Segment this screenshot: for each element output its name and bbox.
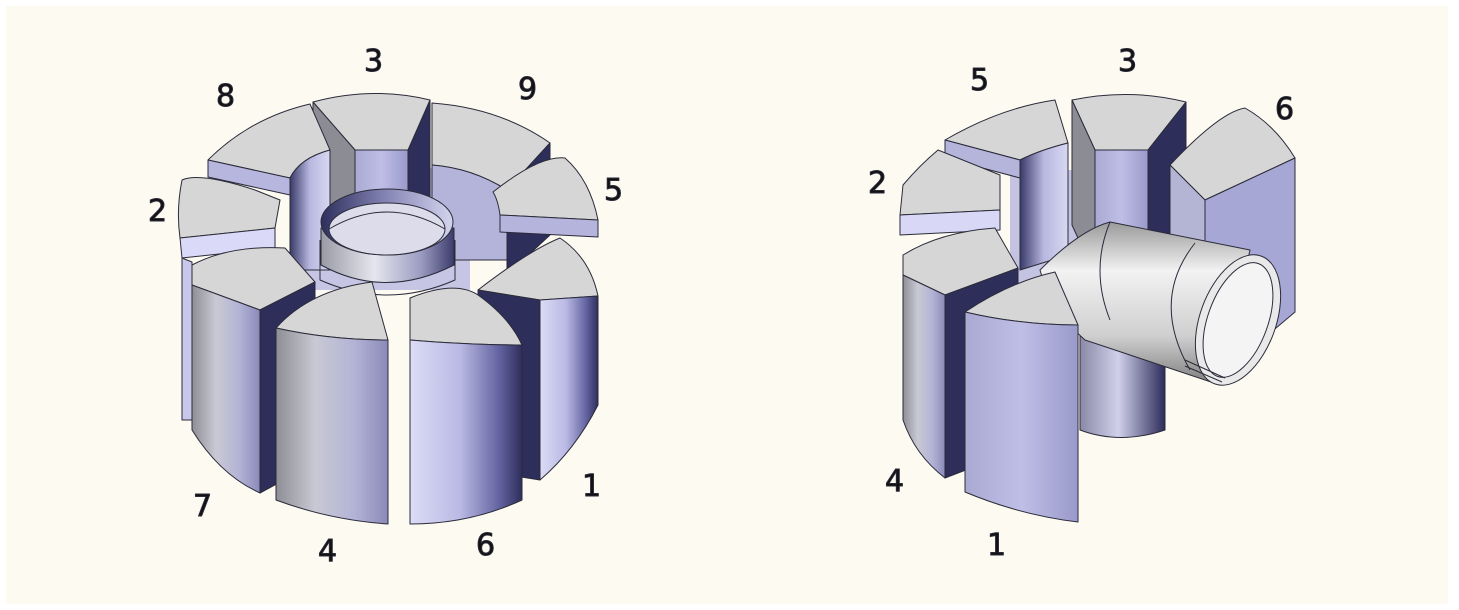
left-label-8: 8 [216, 79, 235, 114]
left-segment-5 [492, 157, 599, 238]
left-segment-4 [275, 281, 389, 525]
left-label-6: 6 [476, 528, 495, 563]
left-label-2: 2 [148, 194, 167, 229]
right-label-2: 2 [868, 166, 887, 201]
right-horizontal-tube [1039, 221, 1282, 386]
left-label-5: 5 [604, 173, 623, 208]
right-segment-2 [899, 149, 1001, 236]
left-label-1: 1 [582, 469, 601, 504]
left-segment-6 [409, 287, 523, 525]
right-label-3: 3 [1118, 44, 1137, 79]
left-segment-8 [207, 103, 331, 271]
right-label-4: 4 [885, 464, 904, 499]
left-label-7: 7 [193, 489, 212, 524]
left-segment-2 [177, 177, 281, 421]
right-label-6: 6 [1275, 92, 1294, 127]
right-segment-5 [944, 99, 1069, 271]
left-label-9: 9 [518, 72, 537, 107]
left-label-3: 3 [364, 44, 383, 79]
left-center-ring [319, 188, 456, 296]
left-label-4: 4 [318, 534, 337, 569]
left-rotor-figure: 3 9 8 5 2 1 7 4 6 [148, 44, 624, 570]
right-segment-1 [964, 271, 1079, 523]
right-label-5: 5 [970, 63, 989, 98]
right-rotor-figure: 3 5 6 2 4 1 [868, 44, 1296, 564]
right-label-1: 1 [987, 528, 1006, 563]
